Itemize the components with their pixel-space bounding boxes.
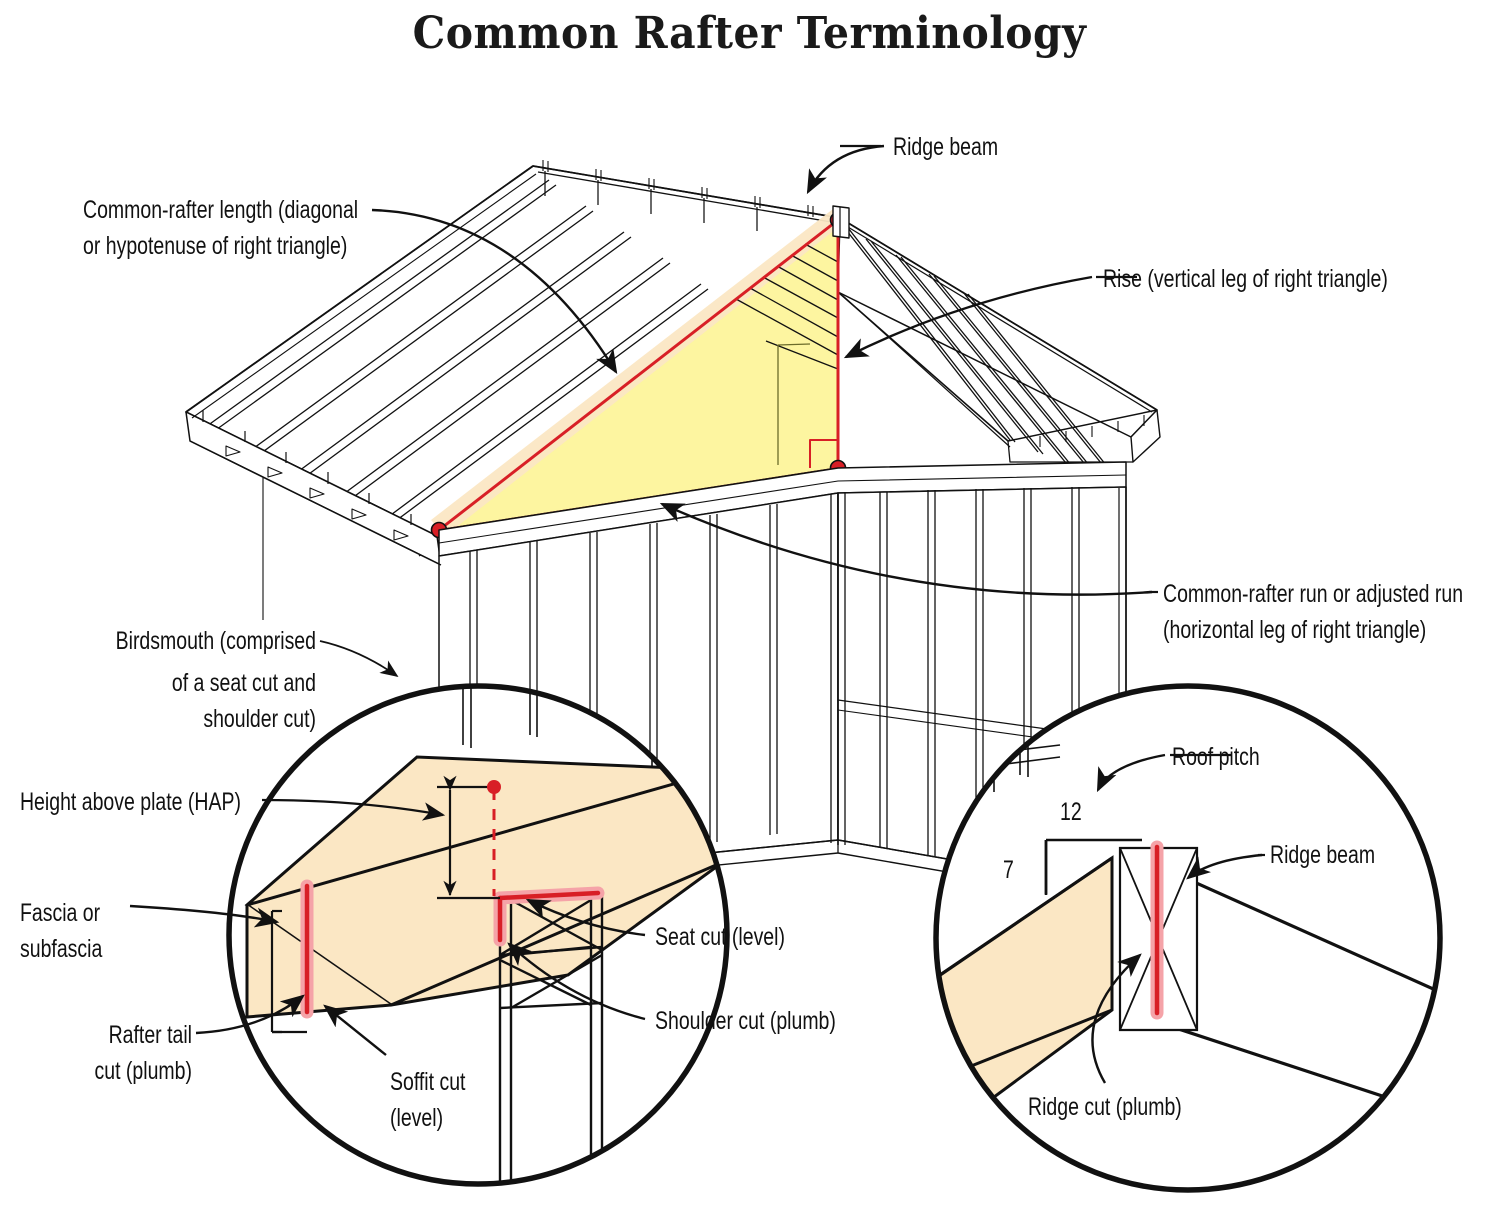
label-soffit-line2: (level) <box>390 1104 443 1132</box>
detail-circle-ridge <box>933 683 1443 1193</box>
leader-rise <box>843 275 1093 359</box>
house-isometric <box>185 160 1161 904</box>
left-roof-plane <box>185 160 844 566</box>
label-birdsmouth-line3: shoulder cut) <box>203 705 316 733</box>
leader-seat-cut <box>525 898 646 937</box>
label-ridge-beam-top: Ridge beam <box>893 133 998 161</box>
ridge-beam <box>832 205 850 239</box>
label-shoulder-cut: Shoulder cut (plumb) <box>655 1007 836 1035</box>
leader-rafter-tail <box>195 994 305 1035</box>
leader-soffit <box>323 1004 387 1056</box>
page-title: Common Rafter Terminology <box>412 8 1087 59</box>
leader-ridge-beam <box>806 144 885 195</box>
leader-fascia <box>129 904 280 928</box>
label-rafter-length-line2: or hypotenuse of right triangle) <box>83 232 347 260</box>
label-run-line2: (horizontal leg of right triangle) <box>1163 616 1426 644</box>
label-birdsmouth-line2: of a seat cut and <box>172 669 316 697</box>
leader-lines <box>129 144 1265 1084</box>
label-ridge-cut: Ridge cut (plumb) <box>1028 1093 1182 1121</box>
label-rafter-tail-line1: Rafter tail <box>109 1021 192 1049</box>
leader-birdsmouth <box>319 640 399 678</box>
label-run-line1: Common-rafter run or adjusted run <box>1163 580 1463 608</box>
label-seat-cut: Seat cut (level) <box>655 923 785 951</box>
right-roof-plane <box>837 217 1161 487</box>
label-pitch-rise: 7 <box>1003 856 1014 884</box>
label-birdsmouth-line1: Birdsmouth (comprised <box>116 627 316 655</box>
labels-group: Ridge beam Common-rafter length (diagona… <box>20 133 1463 1132</box>
label-rise: Rise (vertical leg of right triangle) <box>1103 265 1388 293</box>
leader-ridge-beam-detail <box>1186 853 1263 880</box>
leader-roof-pitch <box>1096 753 1166 793</box>
label-fascia-line1: Fascia or <box>20 899 101 927</box>
detail-circle-birdsmouth <box>226 683 730 1187</box>
label-ridge-beam-detail: Ridge beam <box>1270 841 1375 869</box>
label-rafter-tail-line2: cut (plumb) <box>95 1057 192 1085</box>
leader-ridge-cut <box>1091 953 1142 1084</box>
gable-overhang <box>189 440 442 620</box>
label-rafter-length-line1: Common-rafter length (diagonal <box>83 196 358 224</box>
label-pitch-run: 12 <box>1060 798 1082 826</box>
label-hap: Height above plate (HAP) <box>20 788 241 816</box>
leader-hap <box>261 798 446 821</box>
leader-rafter-length <box>371 208 618 375</box>
label-roof-pitch: Roof pitch <box>1172 743 1260 771</box>
leader-run <box>659 502 1153 596</box>
label-soffit-line1: Soffit cut <box>390 1068 466 1096</box>
right-triangle-overlay <box>430 209 847 539</box>
leader-shoulder-cut <box>507 942 646 1021</box>
label-fascia-line2: subfascia <box>20 935 103 963</box>
